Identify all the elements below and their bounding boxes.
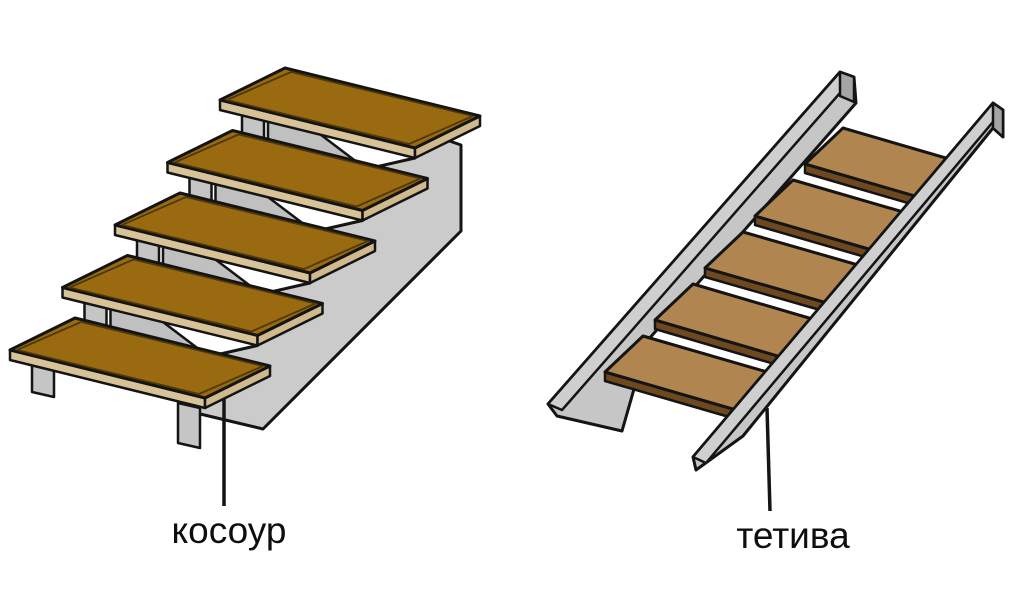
tread-top-inset-line <box>68 258 317 333</box>
near-string-end-cut <box>991 101 1005 139</box>
tread-top <box>61 254 324 337</box>
tread-top <box>218 66 482 150</box>
tetiva-label: тетива <box>736 515 850 556</box>
tread-top-inset-line <box>173 133 422 208</box>
callout-lines <box>222 398 772 512</box>
tread-top-inset-line <box>226 71 474 145</box>
kosour-label: косоур <box>172 510 287 551</box>
far-string-end-cut <box>838 70 856 104</box>
tread-top <box>8 316 272 400</box>
front-stringer-foot <box>176 401 202 450</box>
tread-top <box>166 129 429 212</box>
tetiva-callout-line <box>765 407 772 512</box>
tread-top-inset-line <box>121 196 369 270</box>
tetiva-staircase-illustration <box>546 70 1005 472</box>
kosour-staircase-illustration <box>8 66 482 450</box>
tetiva-step-3 <box>703 230 874 316</box>
kosour-step-5 <box>8 316 272 450</box>
tread-top <box>113 191 377 275</box>
tread-top-inset-line <box>16 321 264 395</box>
